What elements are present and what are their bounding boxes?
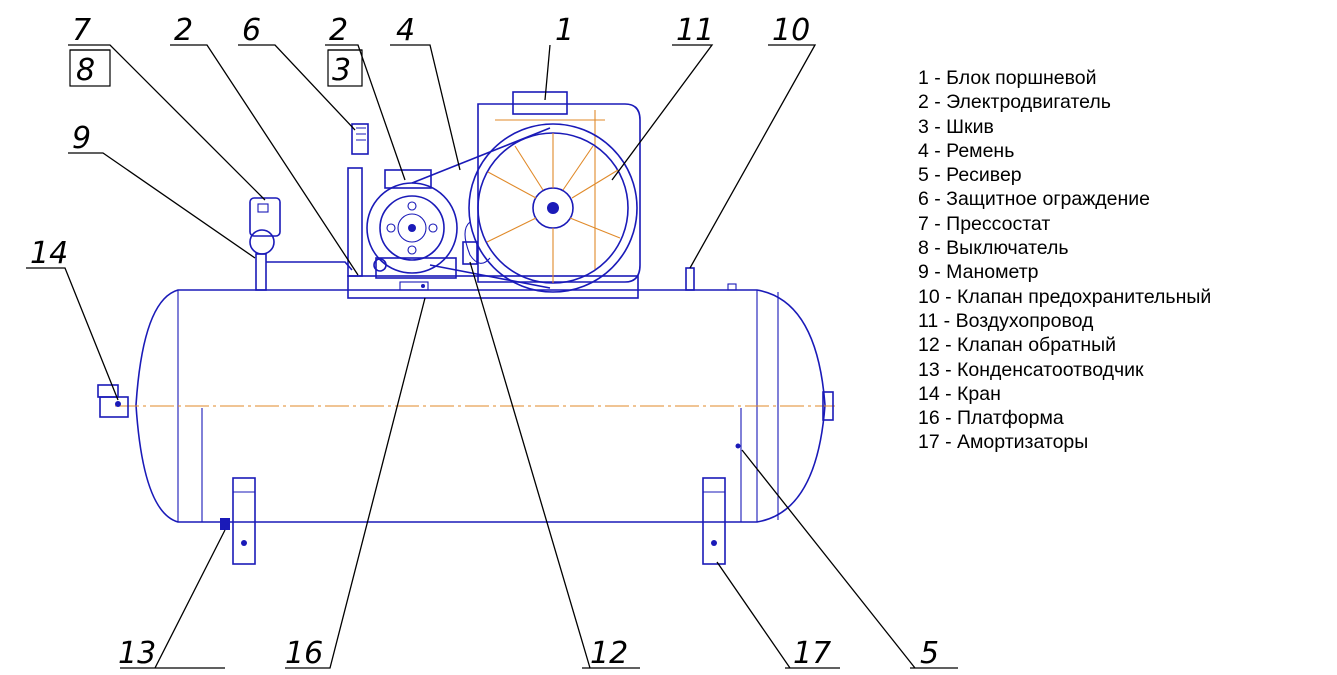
callout-14: 14 bbox=[30, 236, 68, 271]
belt-guard bbox=[347, 123, 369, 277]
callout-16: 16 bbox=[285, 636, 323, 671]
piston-block bbox=[477, 91, 641, 283]
tap bbox=[97, 384, 129, 418]
callout-4: 4 bbox=[396, 13, 415, 48]
safety-valve bbox=[685, 267, 695, 291]
callout-6: 6 bbox=[242, 13, 261, 48]
legend-item: 11 - Воздухопровод bbox=[918, 309, 1094, 332]
small-fitting bbox=[727, 283, 737, 291]
legend-item: 14 - Кран bbox=[918, 382, 1001, 405]
callout-1: 1 bbox=[555, 13, 574, 48]
legend-item: 1 - Блок поршневой bbox=[918, 67, 1097, 89]
callout-numbers: 7 8 2 6 2 3 4 1 11 10 9 14 13 16 12 17 5 bbox=[30, 13, 939, 671]
legend-item: 8 - Выключатель bbox=[918, 237, 1069, 260]
legend-item: 9 - Манометр bbox=[918, 261, 1039, 284]
legend-item: 4 - Ремень bbox=[918, 139, 1015, 162]
legend-item: 17 - Амортизаторы bbox=[918, 431, 1089, 454]
callout-7: 7 bbox=[72, 13, 91, 48]
drain-valve bbox=[220, 518, 230, 530]
callout-11: 11 bbox=[676, 13, 714, 48]
callout-3: 3 bbox=[332, 53, 351, 88]
callout-8: 8 bbox=[76, 53, 95, 88]
platform bbox=[347, 275, 639, 299]
callout-10: 10 bbox=[772, 13, 810, 48]
legend-item: 6 - Защитное ограждение bbox=[918, 188, 1150, 211]
callout-9: 9 bbox=[72, 121, 91, 156]
legend: 1 - Блок поршневой 2 - Электродвигатель … bbox=[918, 66, 1333, 455]
callout-2: 2 bbox=[174, 13, 193, 48]
electric-motor bbox=[366, 169, 458, 279]
callout-12: 12 bbox=[590, 636, 628, 671]
callout-17: 17 bbox=[793, 636, 831, 671]
legend-item: 2 - Электродвигатель bbox=[918, 91, 1111, 114]
flywheel bbox=[468, 123, 638, 293]
right-fitting bbox=[822, 391, 834, 421]
belt bbox=[411, 127, 551, 289]
left-foot bbox=[232, 477, 256, 565]
callout-5: 5 bbox=[920, 636, 939, 671]
callout-2-upper: 2 bbox=[329, 13, 348, 48]
leader-lines bbox=[26, 44, 958, 669]
legend-item: 3 - Шкив bbox=[918, 115, 994, 138]
legend-item: 5 - Ресивер bbox=[918, 164, 1022, 187]
pressure-switch bbox=[249, 197, 353, 291]
callout-13: 13 bbox=[118, 636, 156, 671]
legend-item: 16 - Платформа bbox=[918, 407, 1064, 430]
legend-item: 7 - Прессостат bbox=[918, 212, 1051, 235]
legend-item: 13 - Конденсатоотводчик bbox=[918, 358, 1144, 381]
legend-item: 10 - Клапан предохранительный bbox=[918, 285, 1212, 308]
legend-item: 12 - Клапан обратный bbox=[918, 334, 1117, 357]
right-foot bbox=[702, 477, 726, 565]
receiver-tank bbox=[115, 289, 835, 523]
